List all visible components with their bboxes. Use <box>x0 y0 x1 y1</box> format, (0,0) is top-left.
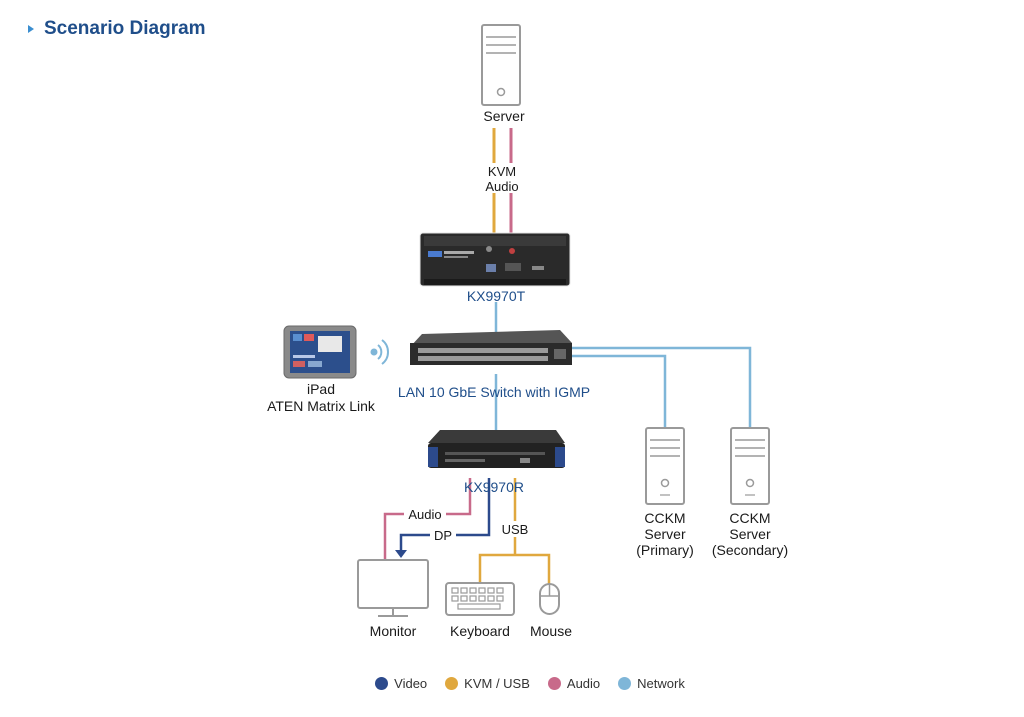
monitor-label: Monitor <box>370 623 417 639</box>
switch-label: LAN 10 GbE Switch with IGMP <box>398 384 590 400</box>
ipad-icon <box>283 325 357 379</box>
receiver-device-icon <box>428 430 565 468</box>
legend-label-video: Video <box>394 676 428 691</box>
video-arrow-icon <box>395 550 407 558</box>
network-line-cckm2 <box>572 346 752 430</box>
rx-audio-label: Audio <box>408 507 441 522</box>
network-switch-icon <box>410 330 572 365</box>
page-title: Scenario Diagram <box>44 18 206 39</box>
cckm-secondary-server-icon <box>730 427 770 505</box>
kvm-label: KVM <box>488 164 516 179</box>
network-line-cckm1 <box>572 354 667 430</box>
legend-dot-kvm-usb <box>445 677 459 690</box>
monitor-icon <box>357 559 429 617</box>
bullet-triangle-icon <box>28 25 34 33</box>
usb-line-keyboard <box>478 553 551 584</box>
ipad-app-label: ATEN Matrix Link <box>267 398 376 414</box>
legend-dot-audio <box>547 677 561 690</box>
rx-dp-label: DP <box>434 528 452 543</box>
transmitter-label: KX9970T <box>467 288 526 304</box>
mouse-label: Mouse <box>530 623 572 639</box>
cckm-primary-label-1: CCKM <box>644 510 685 526</box>
receiver-label: KX9970R <box>464 479 524 495</box>
server-label: Server <box>483 108 525 124</box>
mouse-icon <box>539 583 560 615</box>
rx-usb-label: USB <box>502 522 529 537</box>
ipad-label: iPad <box>307 381 335 397</box>
keyboard-label: Keyboard <box>450 623 510 639</box>
legend-dot-video <box>375 677 389 690</box>
cckm-primary-server-icon <box>645 427 685 505</box>
cckm-secondary-label-1: CCKM <box>729 510 770 526</box>
cckm-primary-label-2: Server <box>644 526 686 542</box>
cckm-secondary-label-2: Server <box>729 526 771 542</box>
section-heading: Scenario Diagram <box>28 18 206 40</box>
legend-label-kvm-usb: KVM / USB <box>464 676 530 691</box>
wireless-signal-icon <box>370 339 389 365</box>
keyboard-icon <box>445 582 515 616</box>
cckm-secondary-label-3: (Secondary) <box>712 542 788 558</box>
legend-item-video: Video <box>375 676 427 691</box>
audio-label: Audio <box>485 179 518 194</box>
legend-item-audio: Audio <box>547 676 601 691</box>
legend-item-kvm-usb: KVM / USB <box>445 676 530 691</box>
legend: Video KVM / USB Audio Network <box>0 676 1024 691</box>
legend-label-network: Network <box>637 676 685 691</box>
legend-label-audio: Audio <box>566 676 601 691</box>
transmitter-device-icon <box>419 232 571 287</box>
server-icon <box>481 24 521 106</box>
cckm-primary-label-3: (Primary) <box>636 542 694 558</box>
legend-dot-network <box>618 677 632 690</box>
legend-item-network: Network <box>618 676 685 691</box>
